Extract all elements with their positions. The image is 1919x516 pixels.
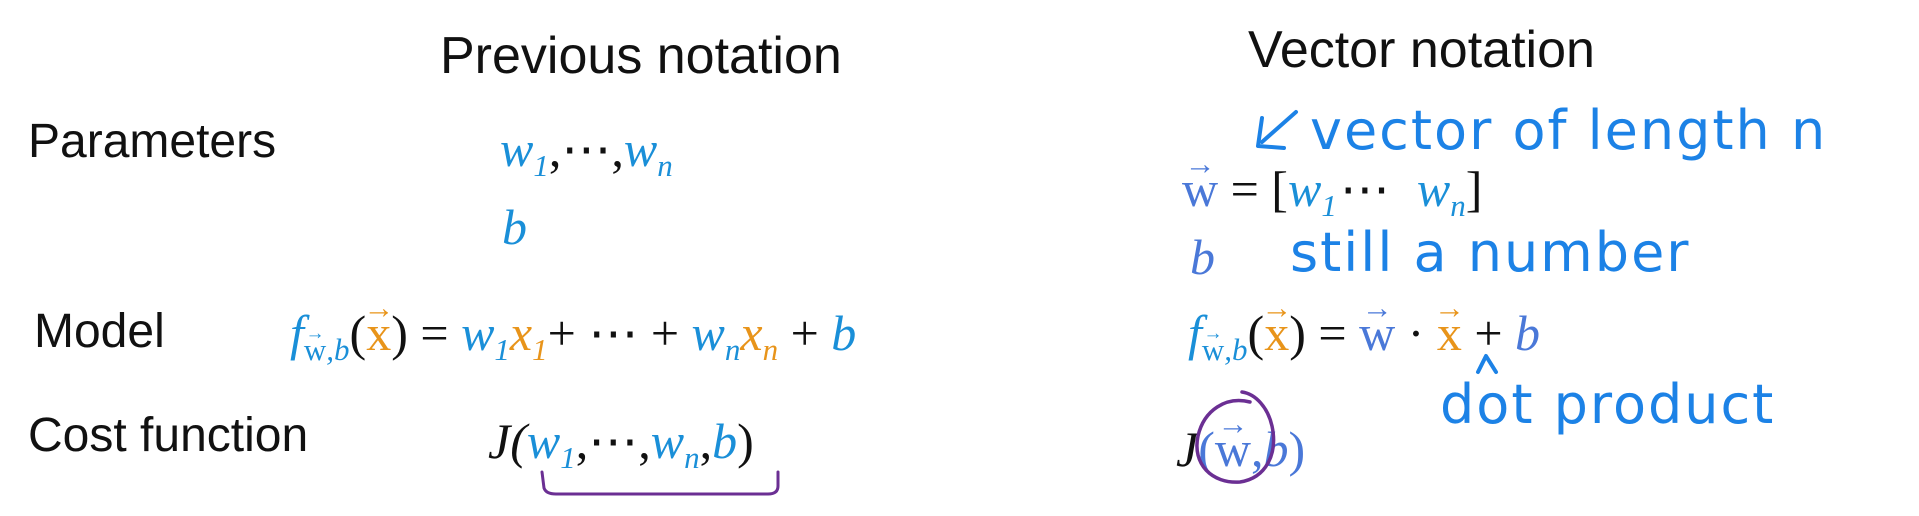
vector-of-length-annotation: vector of length n: [1310, 99, 1828, 162]
previous-params-w: w1,⋯,wn: [500, 121, 673, 183]
vector-notation-heading: Vector notation: [1248, 21, 1595, 79]
vector-length-arrow: [1260, 110, 1298, 144]
vector-b: b: [1190, 229, 1215, 285]
previous-model-equation: fw,b(x) = w1x1+ ⋯ + wnxn + b: [290, 308, 856, 365]
vector-length-arrowhead: [1256, 116, 1286, 150]
vector-w-sub: w: [304, 334, 326, 365]
vector-w-definition: w = [w1⋯wn]: [1182, 164, 1482, 221]
dot-product-arrow: [1476, 354, 1498, 374]
parameters-label: Parameters: [28, 115, 277, 168]
dot-product-annotation: dot product: [1440, 373, 1776, 436]
still-a-number-annotation: still a number: [1290, 221, 1691, 284]
model-label: Model: [34, 305, 165, 358]
cost-function-label: Cost function: [28, 409, 309, 462]
previous-cost-equation: J(w1,⋯,wn,b): [488, 413, 754, 475]
parameters-brace: [540, 470, 780, 496]
previous-notation-heading: Previous notation: [440, 27, 842, 85]
previous-params-b: b: [502, 199, 527, 255]
vector-cost-equation: J(w,b): [1176, 424, 1305, 474]
vector-model-equation: fw,b(x) = w · x + b: [1188, 308, 1540, 365]
w-vector-circle: [1195, 390, 1276, 484]
